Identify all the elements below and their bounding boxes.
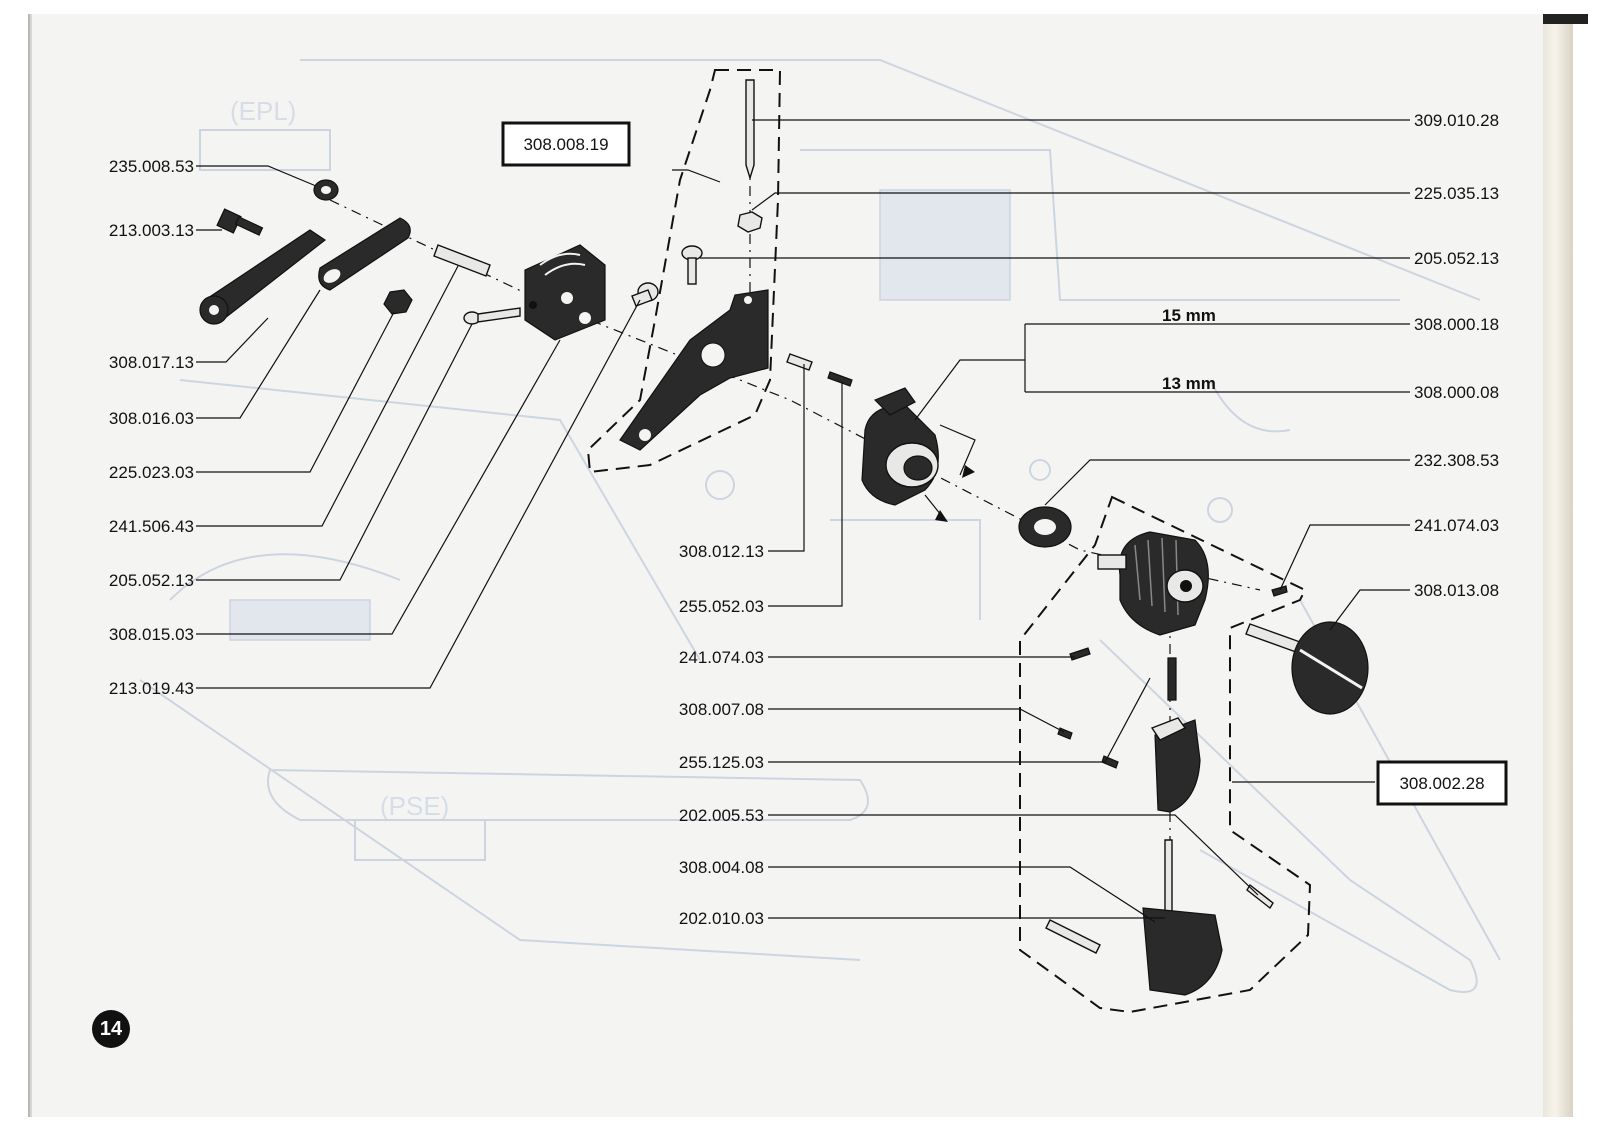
part-screw-213-019-43: [631, 282, 659, 307]
part-lever-308-017-13: [199, 229, 327, 325]
part-number-label: 241.074.03: [679, 648, 764, 667]
leader-lines-right: [672, 119, 1410, 783]
part-knob-housing-308-002-28: [1097, 531, 1209, 636]
ghost-label-top: (EPL): [230, 96, 296, 126]
bleed-through-ghost-drawing: (EPL) (PSE): [139, 59, 1501, 993]
dimension-label-13mm: 13 mm: [1162, 374, 1216, 393]
part-pin-308-004-08: [1164, 839, 1274, 916]
part-number-label: 241.506.43: [109, 517, 194, 536]
part-number-label: 308.013.08: [1414, 581, 1499, 600]
part-knob-308-013-08: [1245, 621, 1369, 715]
leader-lines-left: [196, 165, 641, 689]
part-screw-213-003-13: [216, 208, 264, 236]
part-number-label: 308.000.08: [1414, 383, 1499, 402]
part-washer-232-308-53: [1018, 506, 1072, 548]
part-spring-255-052-03: [827, 371, 853, 387]
part-pin-241-074-03-center: [1069, 647, 1091, 661]
part-number-label: 213.003.13: [109, 221, 194, 240]
assembly-label-left: 308.008.19: [501, 121, 631, 167]
assembly-boundary-left: [586, 69, 782, 474]
labels-left-column: 235.008.53 213.003.13 308.017.13 308.016…: [109, 157, 194, 698]
part-number-label: 225.035.13: [1414, 184, 1499, 203]
part-number-label: 308.016.03: [109, 409, 194, 428]
part-number-label: 205.052.13: [1414, 249, 1499, 268]
part-pin-308-012-13: [786, 353, 813, 371]
part-washer-235-008-53: [313, 179, 339, 201]
leader-lines-center: [768, 364, 1259, 923]
part-pin-241-074-03-right: [1271, 585, 1288, 597]
part-number-label: 308.015.03: [109, 625, 194, 644]
part-number-label: 202.010.03: [679, 909, 764, 928]
part-number-label: 255.125.03: [679, 753, 764, 772]
part-link-308-016-03: [318, 217, 411, 291]
part-number-label: 202.005.53: [679, 806, 764, 825]
part-pin-309-010-28: [745, 79, 755, 181]
part-number-label: 308.004.08: [679, 858, 764, 877]
part-key-202-005-53: [1150, 717, 1201, 813]
part-number-label: 213.019.43: [109, 679, 194, 698]
labels-center-column: 308.012.13 255.052.03 241.074.03 308.007…: [679, 542, 764, 928]
ghost-label-bottom: (PSE): [380, 791, 449, 821]
part-key-202-010-03: [1045, 907, 1223, 996]
binding-cap: [1543, 14, 1588, 24]
part-number-label: 241.074.03: [1414, 516, 1499, 535]
part-number-label: 308.000.18: [1414, 315, 1499, 334]
part-number-label: 255.052.03: [679, 597, 764, 616]
part-nut-225-035-13: [737, 211, 763, 233]
part-number-label: 308.012.13: [679, 542, 764, 561]
page-number-badge: 14: [92, 1010, 130, 1048]
assembly-label-right: 308.002.28: [1376, 760, 1508, 806]
labels-right-column: 309.010.28 225.035.13 205.052.13 308.000…: [1414, 111, 1499, 600]
part-cam-308-000-18: [861, 387, 939, 506]
part-screw-205-052-13-left: [463, 307, 521, 325]
part-pin-241-506-43: [433, 244, 491, 277]
assembly-boundary-right: [1019, 495, 1312, 1014]
part-screw-205-052-13-upper: [681, 245, 703, 285]
dimension-markers: [924, 424, 976, 522]
part-number-label: 308.007.08: [679, 700, 764, 719]
part-number-label: 308.017.13: [109, 353, 194, 372]
dimension-label-15mm: 15 mm: [1162, 306, 1216, 325]
part-bracket-308-008-19: [619, 289, 769, 451]
part-nut-225-023-03: [383, 289, 413, 315]
part-number-label: 232.308.53: [1414, 451, 1499, 470]
book-binding-edge: [1543, 14, 1573, 1117]
part-number-label: 205.052.13: [109, 571, 194, 590]
paper-sheet: [28, 14, 1545, 1117]
assembly-number: 308.008.19: [523, 135, 608, 154]
part-number-label: 309.010.28: [1414, 111, 1499, 130]
part-number-label: 235.008.53: [109, 157, 194, 176]
part-number-label: 225.023.03: [109, 463, 194, 482]
part-block-308-015-03: [524, 244, 606, 341]
assembly-number: 308.002.28: [1399, 774, 1484, 793]
